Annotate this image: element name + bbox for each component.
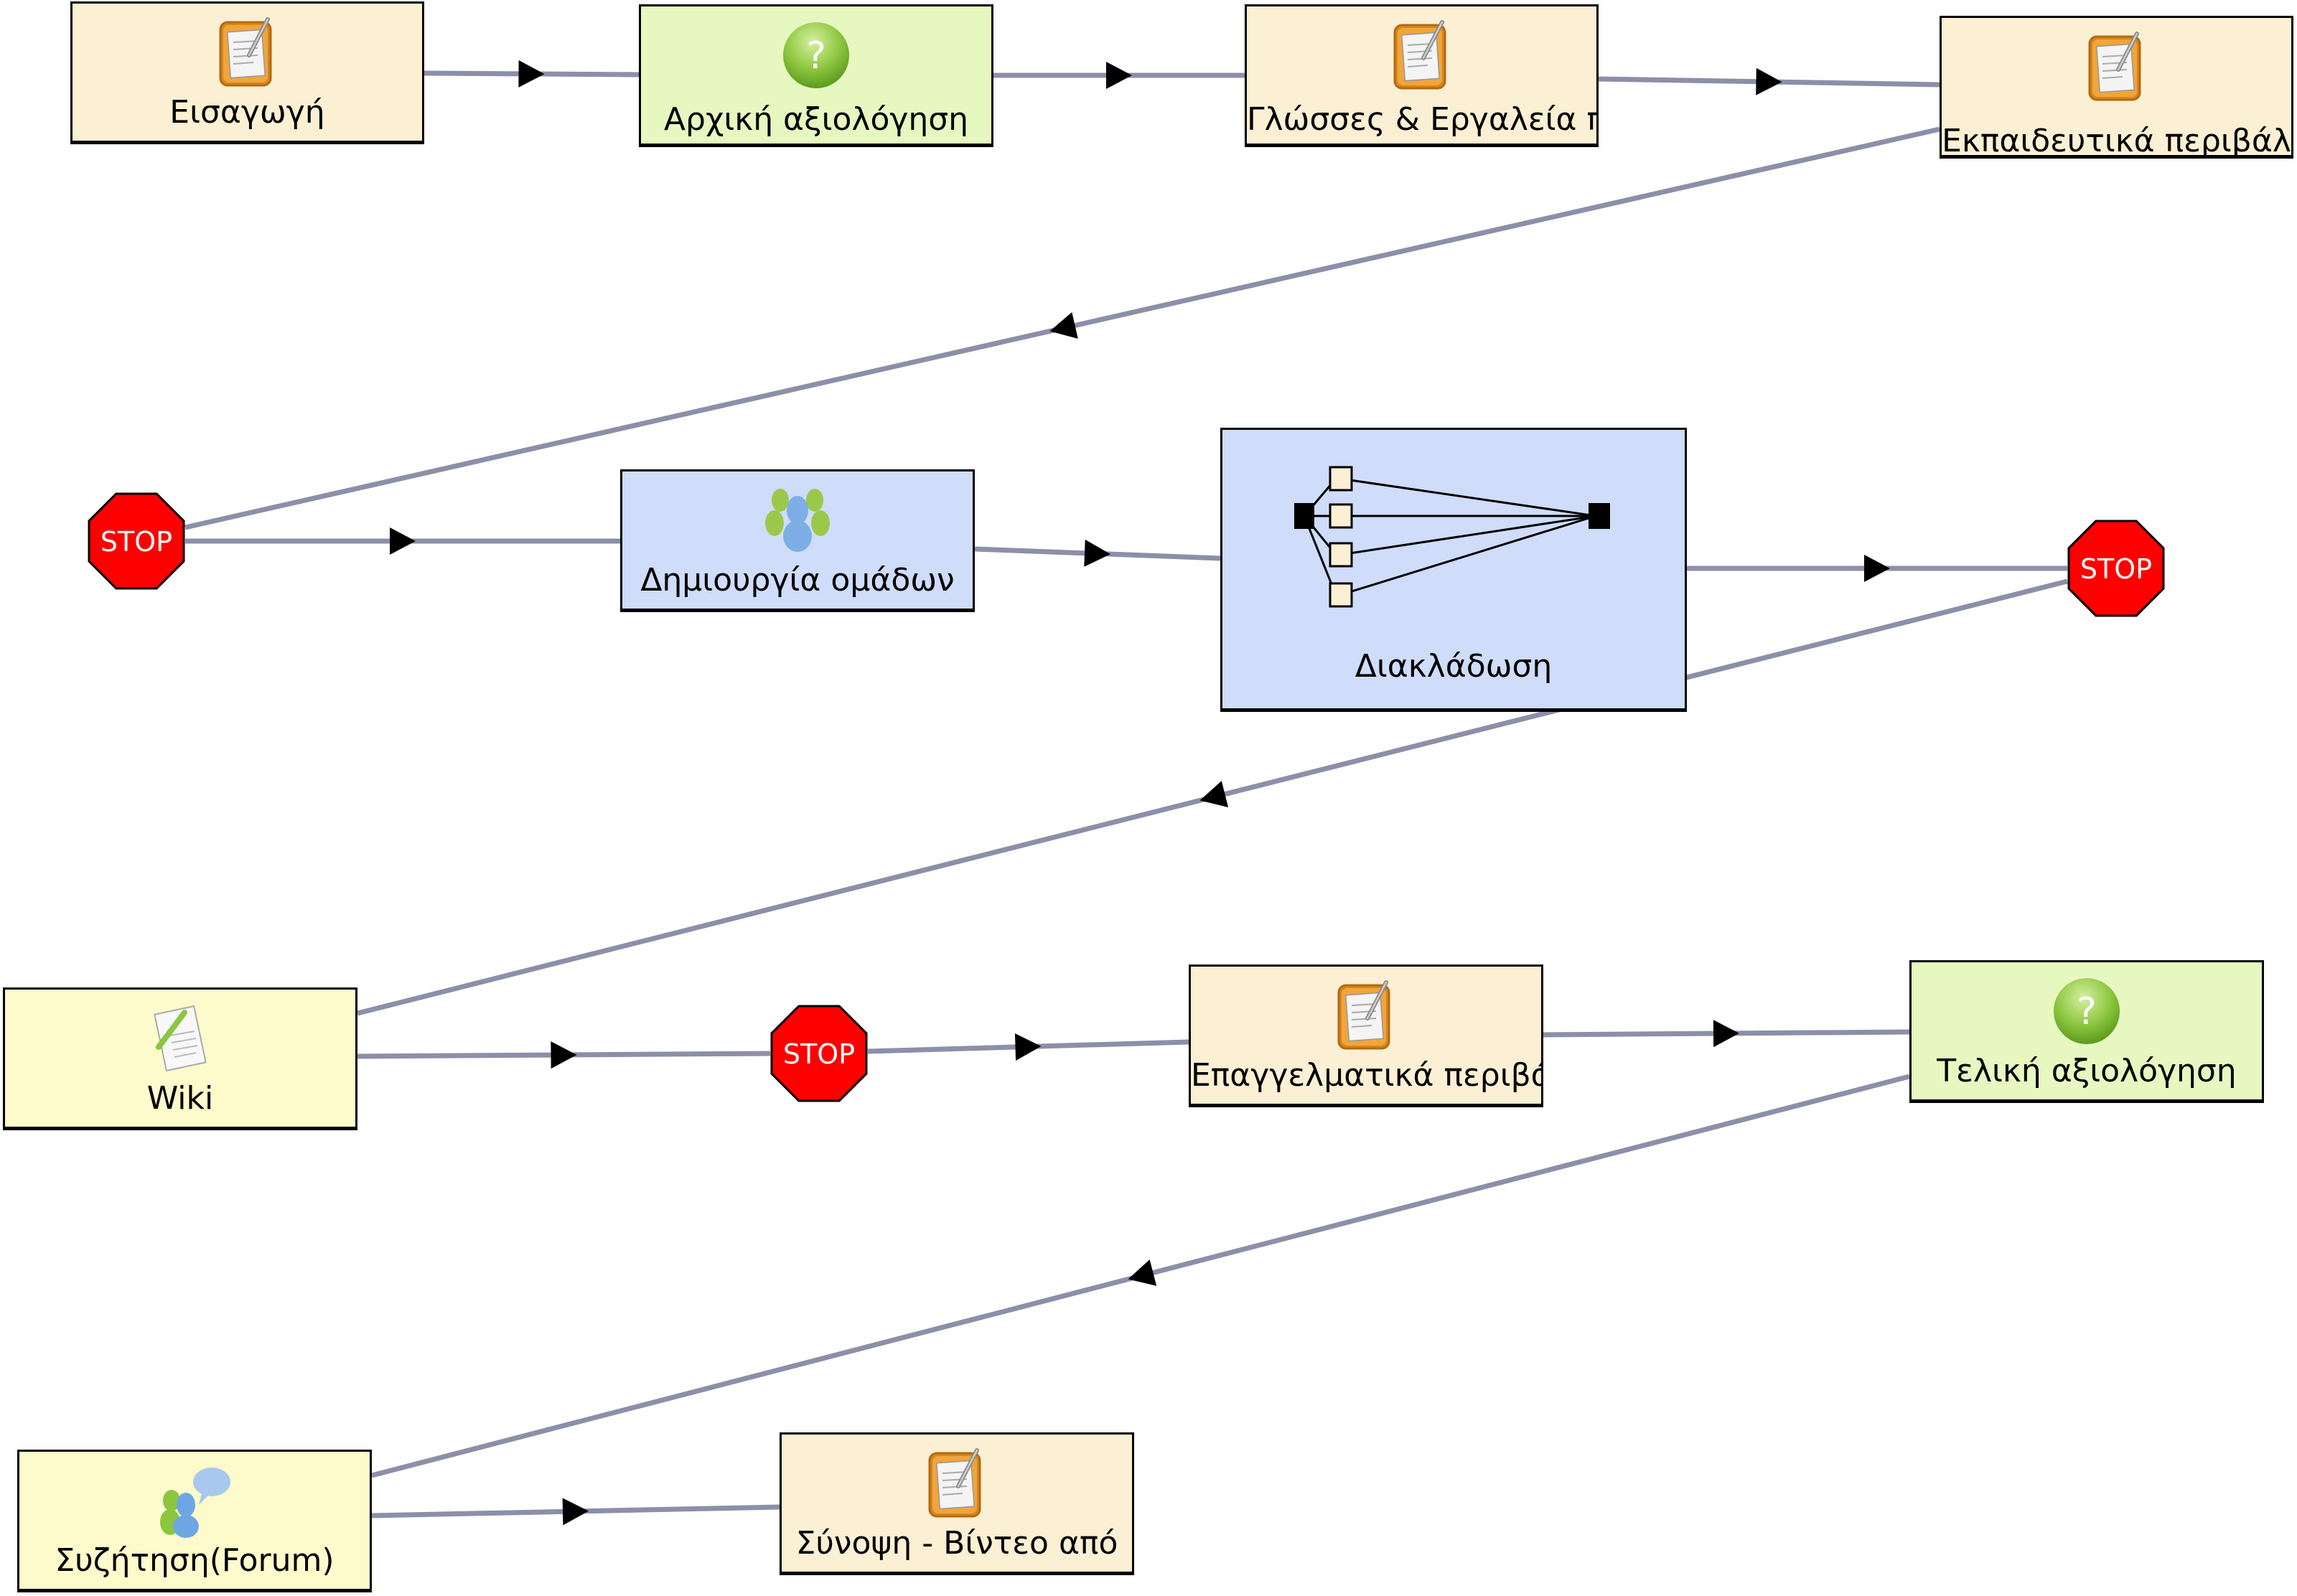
arrowhead-icon — [562, 1498, 589, 1526]
connector-n1-to-n2[interactable] — [424, 60, 640, 88]
activity-label: Επαγγελματικά περιβά — [1191, 1057, 1543, 1094]
clipboard-icon — [1392, 19, 1452, 94]
arrowhead-icon — [1128, 1259, 1157, 1286]
activity-label: Εισαγωγή — [169, 94, 325, 131]
activity-label: Αρχική αξιολόγηση — [663, 101, 969, 138]
arrowhead-icon — [1106, 62, 1132, 89]
arrowhead-icon — [551, 1041, 577, 1069]
activity-resource-n8[interactable]: Επαγγελματικά περιβά — [1189, 964, 1543, 1107]
arrowhead-icon — [518, 60, 545, 88]
activity-assessment-n9[interactable]: ? Τελική αξιολόγηση — [1909, 960, 2264, 1103]
stop-label: STOP — [783, 1038, 855, 1070]
connector-n10-to-n11[interactable] — [371, 1498, 780, 1526]
activity-resource-n3[interactable]: Γλώσσες & Εργαλεία π — [1245, 4, 1599, 147]
connector-s2-to-n7[interactable] — [357, 578, 2068, 1016]
stop-sign-icon: STOP — [88, 492, 185, 590]
arrowhead-icon — [1713, 1020, 1739, 1048]
clipboard-icon — [2087, 31, 2147, 105]
arrowhead-icon — [1864, 555, 1890, 582]
arrowhead-icon — [1756, 67, 1782, 95]
activity-branching-n6[interactable]: Διακλάδωση — [1220, 428, 1687, 712]
activity-wiki-n7[interactable]: Wiki — [3, 987, 357, 1130]
activity-resource-n11[interactable]: Σύνοψη - Βίντεο από — [780, 1432, 1134, 1575]
activity-assessment-n2[interactable]: ? Αρχική αξιολόγηση — [639, 4, 993, 147]
arrowhead-icon — [390, 527, 416, 555]
question-icon: ? — [2051, 975, 2123, 1050]
connector-n2-to-n3[interactable] — [993, 62, 1245, 89]
stop-gate-s1[interactable]: STOP — [88, 492, 185, 590]
arrowhead-icon — [1049, 311, 1078, 339]
connector-n6-to-s2[interactable] — [1687, 555, 2067, 582]
activity-label: Γλώσσες & Εργαλεία π — [1247, 101, 1599, 138]
branching-icon — [1288, 466, 1619, 626]
arrowhead-icon — [1014, 1033, 1042, 1061]
activity-label: Σύνοψη - Βίντεο από — [795, 1525, 1118, 1562]
clipboard-icon — [217, 17, 278, 91]
question-icon: ? — [780, 19, 852, 94]
activity-label: Συζήτηση(Forum) — [55, 1542, 335, 1579]
stop-gate-s2[interactable]: STOP — [2067, 520, 2165, 617]
clipboard-icon — [1336, 980, 1396, 1054]
connector-n7-to-s3[interactable] — [357, 1041, 771, 1069]
svg-text:?: ? — [806, 34, 826, 78]
clipboard-icon — [927, 1447, 987, 1522]
group-icon — [760, 484, 835, 556]
forum-icon — [151, 1465, 238, 1542]
activity-resource-n1[interactable]: Εισαγωγή — [70, 1, 424, 144]
stop-label: STOP — [100, 526, 172, 558]
arrowhead-icon — [1199, 781, 1229, 808]
activity-label: Τελική αξιολόγηση — [1937, 1053, 2237, 1089]
connector-n3-to-n4[interactable] — [1598, 67, 1940, 96]
activity-forum-n10[interactable]: Συζήτηση(Forum) — [17, 1450, 372, 1592]
connector-s1-to-n5[interactable] — [185, 527, 620, 555]
connector-n4-to-s1[interactable] — [184, 126, 1940, 530]
activity-resource-n4[interactable]: Εκπαιδευτικά περιβάλ — [1940, 16, 2293, 159]
connectors-layer — [184, 60, 2068, 1526]
stop-gate-s3[interactable]: STOP — [770, 1005, 868, 1102]
svg-text:?: ? — [2077, 990, 2097, 1033]
activity-grouping-n5[interactable]: Δημιουργία ομάδων — [620, 469, 975, 612]
arrowhead-icon — [1084, 539, 1110, 567]
stop-label: STOP — [2080, 553, 2152, 585]
connector-n9-to-n10[interactable] — [371, 1074, 1910, 1478]
stop-sign-icon: STOP — [770, 1005, 868, 1102]
stop-sign-icon: STOP — [2067, 520, 2165, 617]
activity-label: Δημιουργία ομάδων — [640, 562, 955, 598]
connector-n5-to-n6[interactable] — [974, 539, 1221, 568]
activity-label: Διακλάδωση — [1355, 648, 1553, 685]
wiki-page-icon — [146, 1003, 215, 1080]
activity-label: Εκπαιδευτικά περιβάλ — [1942, 123, 2291, 159]
connector-n8-to-n9[interactable] — [1543, 1020, 1910, 1048]
connector-s3-to-n8[interactable] — [867, 1033, 1189, 1061]
activity-label: Wiki — [146, 1080, 214, 1117]
